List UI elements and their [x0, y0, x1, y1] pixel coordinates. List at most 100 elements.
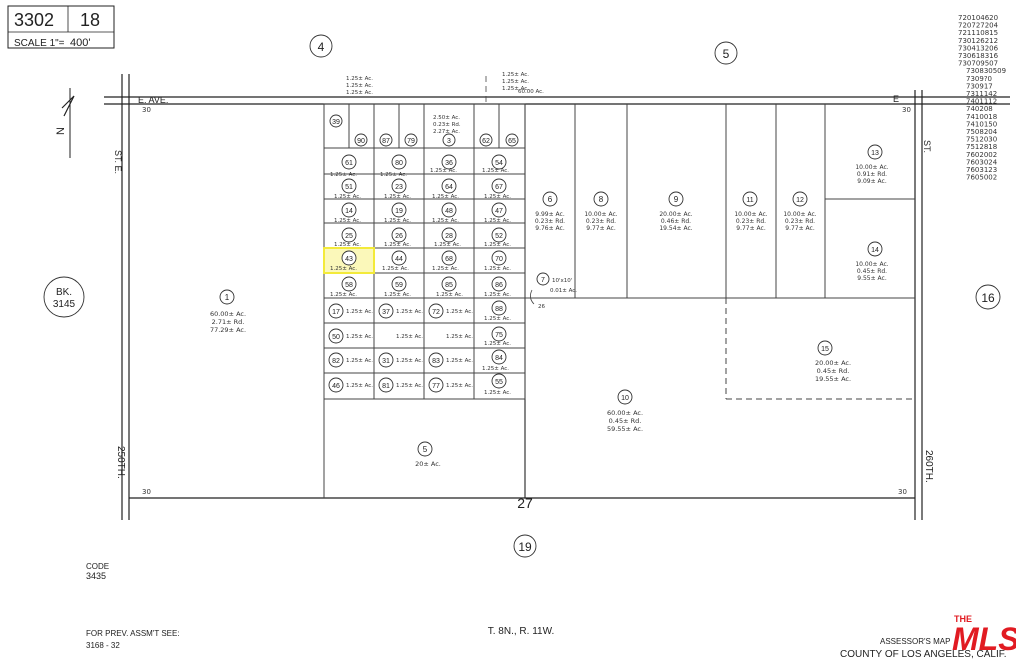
parcel-1[interactable]: 1 60.00± Ac. 2.71± Rd. 77.29± Ac.	[210, 289, 246, 334]
grid-cell[interactable]: 23	[391, 178, 407, 194]
grid-cell[interactable]: 62	[479, 133, 493, 147]
parcel-6[interactable]: 6 9.99± Ac. 0.23± Rd. 9.76± Ac.	[535, 191, 565, 232]
parcel-15[interactable]: 15 20.00± Ac. 0.45± Rd. 19.55± Ac.	[815, 340, 851, 383]
grid-cell[interactable]: 44	[391, 250, 407, 266]
grid-cell[interactable]: 87	[379, 133, 393, 147]
parcel-5[interactable]: 5 20± Ac.	[415, 441, 441, 468]
grid-cell[interactable]: 58	[341, 276, 357, 292]
grid-cell[interactable]: 52	[491, 227, 507, 243]
page-number: 18	[80, 10, 100, 30]
revision-code: 730413206	[958, 44, 999, 52]
grid-cell[interactable]: 39	[329, 114, 343, 128]
grid-cell[interactable]: 88	[491, 300, 507, 316]
grid-area: 1.25± Ac.	[482, 366, 509, 372]
parcel-num: 10	[621, 395, 629, 402]
grid-area: 1.25± Ac.	[484, 316, 511, 322]
grid-cell[interactable]: 67	[491, 178, 507, 194]
grid-cell[interactable]: 46	[328, 377, 344, 393]
grid-cell[interactable]: 64	[441, 178, 457, 194]
parcel-lines	[129, 104, 915, 499]
sheet-ref-left: BK.	[56, 287, 72, 298]
grid-cell-num: 64	[445, 184, 453, 191]
grid-cell[interactable]: 14	[341, 202, 357, 218]
grid-cell-num: 55	[495, 379, 503, 386]
grid-cell[interactable]: 19	[391, 202, 407, 218]
grid-cell-num: 61	[345, 160, 353, 167]
grid-cell[interactable]: 77	[428, 377, 444, 393]
grid-cell[interactable]: 28	[441, 227, 457, 243]
grid-cell[interactable]: 43	[341, 250, 357, 266]
grid-cell-num: 3	[447, 138, 451, 145]
grid-cell[interactable]: 26	[391, 227, 407, 243]
parcel-7[interactable]: 7 10'x10' 0.01± Ac. 26	[530, 272, 577, 310]
grid-cell[interactable]: 51	[341, 178, 357, 194]
grid-cell[interactable]: 59	[391, 276, 407, 292]
grid-cell[interactable]: 65	[505, 133, 519, 147]
grid-cell[interactable]: 75	[491, 326, 507, 342]
grid-cell[interactable]: 54	[491, 154, 507, 170]
grid-area: 1.25± Ac.	[484, 341, 511, 347]
grid-cell[interactable]: 90	[354, 133, 368, 147]
mls-text: MLS	[952, 621, 1016, 656]
grid-cell[interactable]: 68	[441, 250, 457, 266]
parcel-8[interactable]: 8 10.00± Ac. 0.23± Rd. 9.77± Ac.	[584, 191, 618, 232]
grid-cell[interactable]: 82	[328, 352, 344, 368]
parcel-12[interactable]: 12 10.00± Ac. 0.23± Rd. 9.77± Ac.	[783, 191, 817, 232]
grid-cell[interactable]: 48	[441, 202, 457, 218]
parcel-area: 19.55± Ac.	[815, 375, 851, 383]
parcel-num: 9	[674, 195, 679, 204]
parcel-area: 0.91± Rd.	[857, 171, 887, 178]
grid-cell[interactable]: 3	[442, 133, 456, 147]
grid-cell-num: 44	[395, 256, 403, 263]
sheet-ref-left-num: 3145	[53, 299, 76, 310]
parcel-area: 10.00± Ac.	[734, 211, 767, 218]
parcel-14[interactable]: 14 10.00± Ac. 0.45± Rd. 9.55± Ac.	[855, 241, 889, 282]
parcel-area: 59.55± Ac.	[607, 425, 643, 433]
grid-cell[interactable]: 55	[491, 373, 507, 389]
grid-cell[interactable]: 37	[378, 303, 394, 319]
grid-cell[interactable]: 36	[441, 154, 457, 170]
grid-cell[interactable]: 79	[404, 133, 418, 147]
parcel-10[interactable]: 10 60.00± Ac. 0.45± Rd. 59.55± Ac.	[607, 389, 643, 433]
north-arrow: N	[55, 88, 75, 158]
code-label: CODE	[86, 562, 109, 571]
grid-cell-num: 14	[345, 208, 353, 215]
code-value: 3435	[86, 571, 106, 581]
grid-cell[interactable]: 17	[328, 303, 344, 319]
grid-cell-num: 58	[345, 282, 353, 289]
parcel-9[interactable]: 9 20.00± Ac. 0.46± Rd. 19.54± Ac.	[659, 191, 693, 232]
grid-cell[interactable]: 72	[428, 303, 444, 319]
mls-logo: THE MLS	[952, 612, 1016, 656]
mls-the: THE	[954, 614, 972, 624]
grid-cell[interactable]: 81	[378, 377, 394, 393]
grid-cell[interactable]: 25	[341, 227, 357, 243]
grid-cell-num: 65	[508, 138, 516, 145]
grid-area: 1.25± Ac.	[484, 242, 511, 248]
parcel-area: 9.76± Ac.	[535, 225, 565, 232]
grid-cell[interactable]: 70	[491, 250, 507, 266]
grid-cell[interactable]: 50	[328, 328, 344, 344]
parcel-num: 6	[548, 195, 553, 204]
grid-cell[interactable]: 84	[491, 349, 507, 365]
grid-cell-num: 37	[382, 309, 390, 316]
grid-area: 1.25± Ac.	[384, 218, 411, 224]
revision-code: 730126212	[958, 37, 998, 45]
parcel-area: 9.77± Ac.	[785, 225, 815, 232]
grid-area: 1.25± Ac.	[484, 266, 511, 272]
grid-cell[interactable]: 86	[491, 276, 507, 292]
grid-cell[interactable]: 61	[341, 154, 357, 170]
grid-cell[interactable]: 80	[391, 154, 407, 170]
top-notes: 1.25± Ac. 1.25± Ac. 1.25± Ac. 1.25± Ac. …	[346, 72, 544, 135]
grid-area: 1.25± Ac.	[346, 334, 373, 340]
grid-cell[interactable]: 31	[378, 352, 394, 368]
grid-area: 1.25± Ac.	[446, 334, 473, 340]
grid-cell[interactable]: 85	[441, 276, 457, 292]
grid-cell[interactable]: 47	[491, 202, 507, 218]
grid-area: 1.25± Ac.	[396, 309, 423, 315]
parcel-11[interactable]: 11 10.00± Ac. 0.23± Rd. 9.77± Ac.	[734, 191, 768, 232]
revision-code: 7605002	[966, 174, 997, 182]
parcel-area: 10.00± Ac.	[783, 211, 816, 218]
parcel-13[interactable]: 13 10.00± Ac. 0.91± Rd. 9.09± Ac.	[855, 144, 889, 185]
grid-area: 1.25± Ac.	[396, 358, 423, 364]
grid-cell[interactable]: 83	[428, 352, 444, 368]
